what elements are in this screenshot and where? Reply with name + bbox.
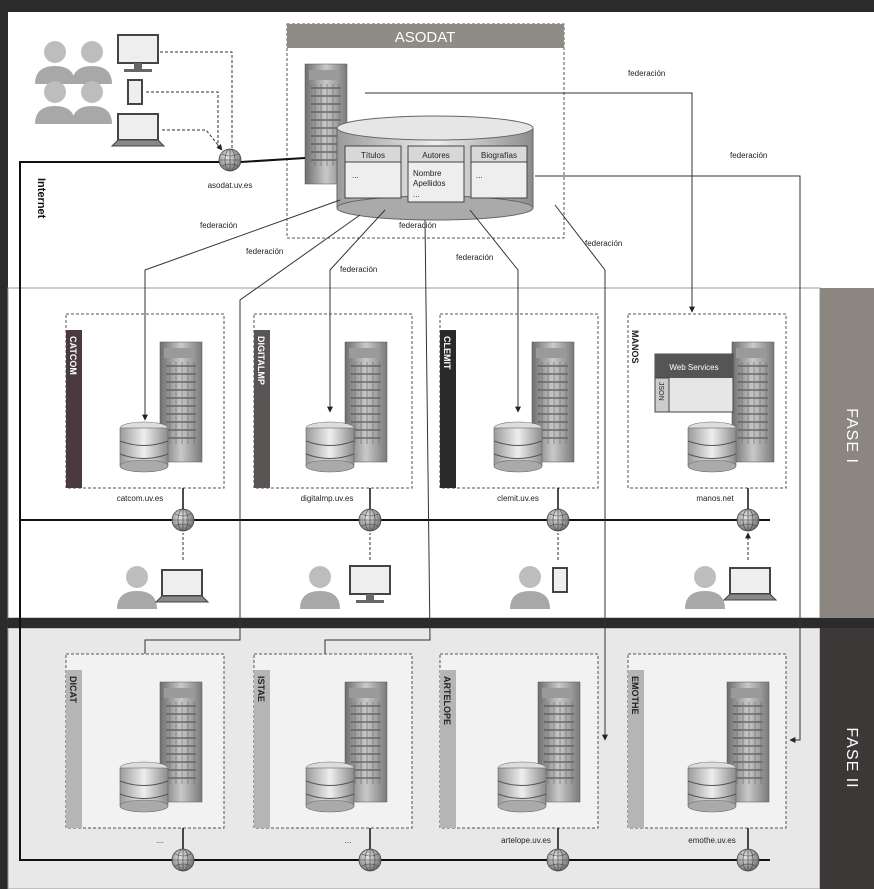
svg-text:ISTAE: ISTAE	[256, 676, 266, 702]
digitalmp-host: digitalmp.uv.es	[301, 494, 354, 503]
phone-icon	[127, 79, 143, 105]
istae-globe-icon	[358, 848, 382, 872]
svg-text:...: ...	[413, 190, 420, 199]
node-manos: MANOS	[627, 313, 787, 489]
svg-text:DICAT: DICAT	[68, 676, 78, 703]
federation-label: federación	[399, 221, 436, 230]
catcom-host: catcom.uv.es	[117, 494, 164, 503]
node-clemit: CLEMIT	[439, 313, 599, 489]
artelope-globe-icon	[546, 848, 570, 872]
svg-text:Títulos: Títulos	[361, 151, 385, 160]
digitalmp-globe-icon	[358, 508, 382, 532]
clemit-globe-icon	[546, 508, 570, 532]
svg-text:CATCOM: CATCOM	[68, 336, 78, 375]
federation-label: federación	[246, 247, 283, 256]
federation-label: federación	[456, 253, 493, 262]
svg-text:DIGITALMP: DIGITALMP	[256, 336, 266, 385]
web-services-box: Web Services JSON	[654, 353, 734, 413]
svg-text:Web Services: Web Services	[669, 363, 718, 372]
svg-text:Autores: Autores	[422, 151, 450, 160]
asodat-box	[286, 23, 565, 239]
node-artelope: ARTELOPE	[439, 653, 599, 829]
istae-host: ...	[345, 836, 352, 845]
svg-text:...: ...	[476, 171, 483, 180]
dicat-host: ...	[157, 836, 164, 845]
laptop-icon	[723, 567, 777, 601]
top-bar	[0, 0, 874, 12]
node-links	[182, 828, 749, 849]
asodat-host: asodat.uv.es	[208, 181, 253, 190]
svg-text:JSON: JSON	[657, 382, 664, 401]
svg-text:...: ...	[352, 171, 359, 180]
asodat-title: ASODAT	[395, 29, 456, 46]
laptop-icon	[111, 113, 165, 147]
emothe-host: emothe.uv.es	[688, 836, 735, 845]
node-catcom: CATCOM	[65, 313, 225, 489]
clemit-host: clemit.uv.es	[497, 494, 539, 503]
artelope-host: artelope.uv.es	[501, 836, 551, 845]
fase2-label: FASE II	[843, 727, 860, 788]
federation-label: federación	[200, 221, 237, 230]
internet-backbone	[19, 161, 770, 861]
laptop-icon	[155, 569, 209, 603]
emothe-globe-icon	[736, 848, 760, 872]
svg-text:EMOTHE: EMOTHE	[630, 676, 640, 715]
node-links	[182, 488, 749, 509]
svg-text:Biografías: Biografías	[481, 151, 517, 160]
node-dicat: DICAT	[65, 653, 225, 829]
svg-text:Apellidos: Apellidos	[413, 179, 445, 188]
svg-text:MANOS: MANOS	[630, 330, 640, 364]
node-digitalmp: DIGITALMP	[253, 313, 413, 489]
user-links	[146, 51, 233, 150]
phone-icon	[552, 567, 568, 593]
phase-divider	[8, 618, 874, 628]
federation-label: federación	[585, 239, 622, 248]
fase2-band	[820, 628, 874, 889]
dicat-globe-icon	[171, 848, 195, 872]
svg-text:ARTELOPE: ARTELOPE	[442, 676, 452, 725]
federation-label: federación	[628, 69, 665, 78]
svg-text:Nombre: Nombre	[413, 169, 442, 178]
internet-label: Internet	[35, 178, 47, 219]
fase1-label: FASE I	[843, 408, 860, 464]
node-emothe: EMOTHE	[627, 653, 787, 829]
node-istae: ISTAE	[253, 653, 413, 829]
asodat-link	[240, 157, 306, 163]
manos-host: manos.net	[696, 494, 734, 503]
table-titulos: Títulos ...	[344, 145, 402, 199]
manos-globe-icon	[736, 508, 760, 532]
fase1-band	[820, 288, 874, 618]
catcom-globe-icon	[171, 508, 195, 532]
asodat-globe-icon	[218, 148, 242, 172]
table-autores: Autores Nombre Apellidos ...	[407, 145, 465, 203]
table-biografias: Biografías ...	[470, 145, 528, 199]
federation-label: federación	[340, 265, 377, 274]
svg-text:CLEMIT: CLEMIT	[442, 336, 452, 370]
federation-label: federación	[730, 151, 767, 160]
asodat-header	[287, 24, 564, 48]
